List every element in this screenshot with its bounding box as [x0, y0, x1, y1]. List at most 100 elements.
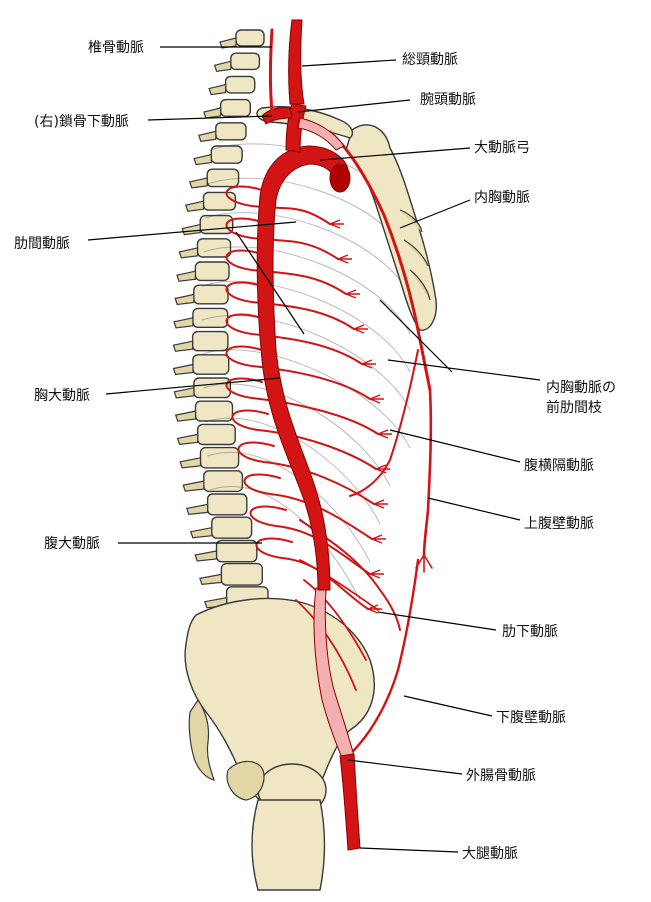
label-vertebral-artery: 椎骨動脈 [88, 40, 144, 56]
vertebra [192, 354, 230, 375]
intercostal-artery [243, 473, 373, 540]
label-thoracic-aorta: 胸大動脈 [34, 388, 90, 404]
rib [201, 315, 411, 411]
label-external-iliac: 外腸骨動脈 [466, 768, 536, 784]
rib [209, 486, 361, 601]
spinous-process [176, 270, 196, 282]
label-femoral: 大腿動脈 [462, 846, 518, 862]
intercostal-artery [225, 345, 371, 400]
lumbar-branches [295, 559, 379, 691]
spinous-process [181, 223, 201, 236]
spinous-process [176, 433, 199, 446]
intercostal-artery [225, 185, 331, 225]
spinous-process [199, 573, 222, 586]
vertebra [196, 423, 236, 446]
spinous-process [185, 200, 205, 212]
spinous-process [172, 363, 194, 376]
rib [205, 417, 381, 525]
label-abdominal-aorta: 腹大動脈 [44, 535, 100, 552]
spinous-process [189, 177, 208, 189]
leader-lines [87, 46, 541, 853]
spinous-process [182, 480, 205, 492]
vertebra [220, 562, 263, 586]
anterior-intercostal-branch [371, 534, 386, 544]
musculophrenic-artery [349, 349, 419, 497]
label-brachiocephalic: 腕頭動脈 [420, 92, 476, 108]
femur [251, 799, 326, 891]
vertebra [206, 168, 240, 188]
intercostal-artery [225, 377, 379, 435]
aortic-arch-cut [329, 163, 351, 193]
vertebra [194, 261, 230, 282]
internal-thoracic-artery [328, 130, 432, 392]
anterior-intercostal-branch [375, 464, 390, 474]
spinous-process [213, 60, 232, 72]
intercostal-artery [231, 409, 377, 470]
greater-trochanter [226, 760, 265, 801]
pulmonary-trunk-segment [297, 117, 345, 151]
spinous-process [179, 457, 202, 469]
vertebral-artery [269, 28, 274, 114]
intercostal-artery [237, 441, 375, 505]
label-anterior-intercostal-2: 前肋間枝 [546, 399, 602, 416]
spinous-process [174, 293, 195, 306]
vertebra [199, 214, 234, 235]
vertebra [191, 330, 229, 352]
intercostal-artery [225, 281, 355, 330]
intercostal-artery [249, 505, 371, 575]
vertebra [224, 75, 256, 94]
femoral-artery [339, 753, 361, 851]
anterior-intercostal-branch [373, 499, 388, 509]
labels: 椎骨動脈 総頸動脈 腕頭動脈 (右)鎖骨下動脈 大動脈弓 内胸動脈 肋間動脈 内… [14, 40, 616, 862]
intercostal-artery [225, 249, 347, 295]
label-musculophrenic: 腹横隔動脈 [524, 457, 594, 474]
anterior-intercostal-branch [329, 219, 344, 229]
anterior-intercostal-branch [369, 394, 384, 404]
sacrum [188, 698, 215, 781]
intercostal-artery [225, 313, 363, 365]
spinous-process [193, 153, 212, 166]
subclavian-artery [261, 107, 293, 125]
vertebra [206, 493, 248, 516]
spinous-process [172, 340, 194, 352]
spinous-process [174, 410, 197, 422]
vertebra [193, 377, 231, 399]
label-superior-epigastric: 上腹壁動脈 [524, 515, 594, 532]
costal-cartilage [399, 209, 431, 301]
label-aortic-arch: 大動脈弓 [474, 140, 530, 156]
aorta [256, 145, 349, 591]
anterior-intercostal-branch [361, 359, 376, 369]
superior-epigastric-artery [422, 388, 433, 557]
spinous-process [173, 317, 194, 329]
spinous-process [186, 503, 209, 516]
intercostal-artery [225, 217, 339, 260]
vertebra [203, 470, 244, 493]
vertebra [193, 284, 229, 305]
spinous-process [173, 387, 195, 399]
vertebra [219, 98, 252, 117]
spinous-process [194, 550, 218, 562]
label-intercostal: 肋間動脈 [14, 236, 70, 252]
spinous-process [208, 83, 227, 96]
sternum [345, 124, 437, 331]
anterior-intercostal-branch [353, 324, 368, 334]
label-anterior-intercostal-1: 内胸動脈の [546, 380, 616, 396]
vertebra [235, 29, 265, 47]
common-carotid-artery [288, 19, 305, 105]
vertebra [211, 516, 253, 539]
rib [202, 280, 411, 373]
spinous-process [198, 130, 217, 142]
label-right-subclavian: (右)鎖骨下動脈 [34, 114, 129, 130]
vertebra [202, 191, 237, 211]
spinous-process [178, 247, 199, 259]
arteries [225, 19, 433, 851]
inferior-epigastric-artery [344, 558, 420, 760]
vertebra [230, 52, 261, 71]
spinous-process [190, 526, 213, 539]
label-inferior-epigastric: 下腹壁動脈 [496, 709, 566, 726]
intercostal-artery [255, 537, 369, 610]
rib [203, 246, 411, 335]
anterior-intercostal-branch [369, 569, 384, 579]
vertebra [199, 446, 240, 469]
